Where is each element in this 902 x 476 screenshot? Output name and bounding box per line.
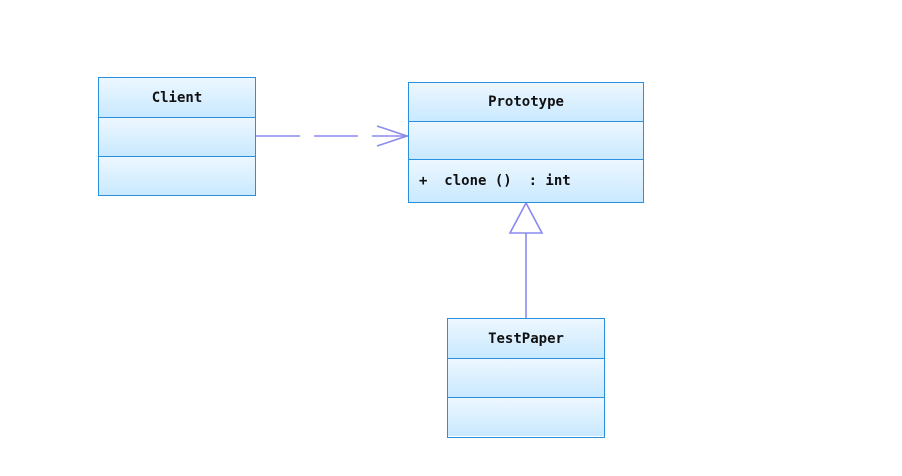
class-client[interactable]: Client <box>98 77 256 196</box>
class-testpaper[interactable]: TestPaper <box>447 318 605 438</box>
dependency-arrow <box>256 125 410 147</box>
class-prototype[interactable]: Prototype + clone () : int <box>408 82 644 203</box>
class-client-attributes <box>99 117 255 156</box>
class-testpaper-name: TestPaper <box>448 319 604 358</box>
class-prototype-name: Prototype <box>409 83 643 121</box>
class-testpaper-attributes <box>448 358 604 397</box>
class-client-operations <box>99 156 255 195</box>
generalization-arrow <box>508 201 544 318</box>
dependency-arrowhead <box>376 125 410 147</box>
generalization-triangle <box>508 201 544 234</box>
class-client-name: Client <box>99 78 255 117</box>
class-prototype-operation: + clone () : int <box>409 159 643 202</box>
class-testpaper-operations <box>448 397 604 436</box>
class-prototype-attributes <box>409 121 643 159</box>
